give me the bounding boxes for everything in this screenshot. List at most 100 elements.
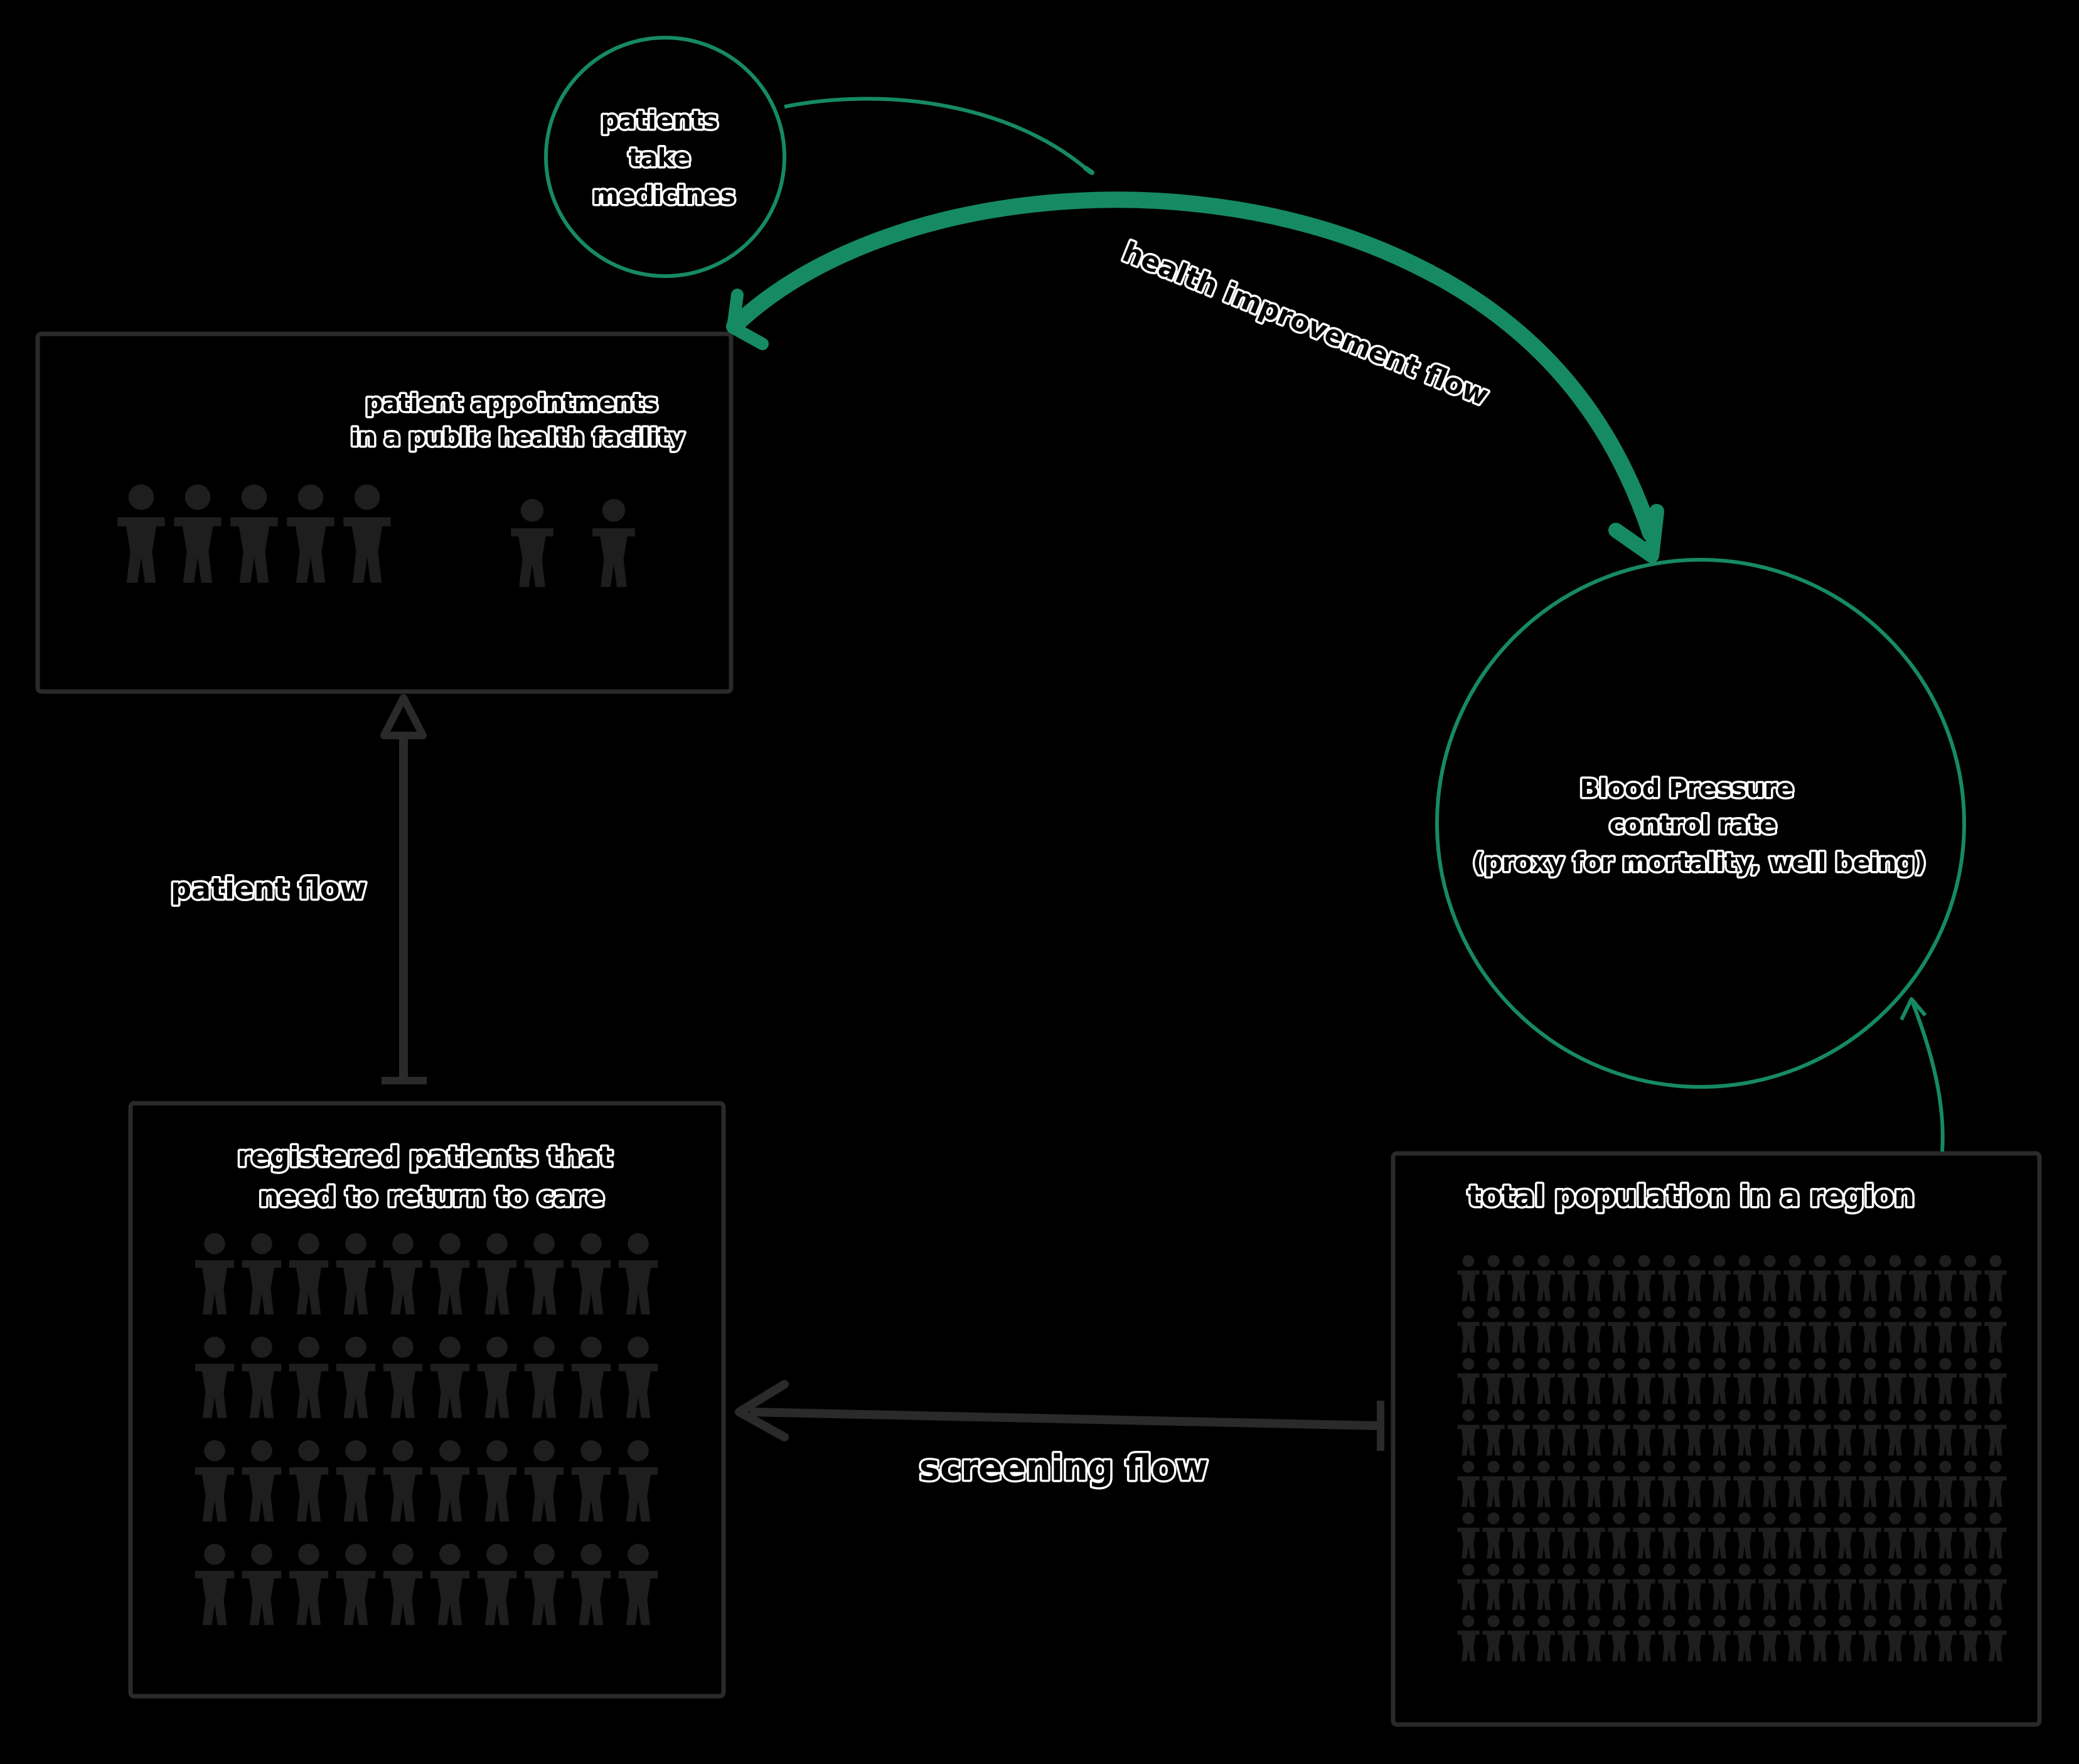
person-icon (1558, 1409, 1580, 1456)
person-icon (289, 1337, 329, 1418)
person-icon (1482, 1512, 1505, 1559)
person-icon (524, 1337, 564, 1418)
person-icon (195, 1233, 235, 1315)
person-icon (1633, 1512, 1655, 1559)
person-icon (1708, 1461, 1731, 1507)
person-icon (1708, 1512, 1731, 1559)
person-icon (618, 1544, 658, 1625)
person-icon (524, 1544, 564, 1625)
person-icon (1482, 1409, 1505, 1456)
person-icon (336, 1337, 376, 1418)
patient-flow-arrow (380, 694, 427, 1084)
person-icon (1934, 1615, 1957, 1662)
person-icon (242, 1544, 282, 1625)
person-icon (1959, 1512, 1982, 1559)
person-icon (1758, 1358, 1781, 1404)
person-icon (1783, 1512, 1806, 1559)
person-icon (1457, 1512, 1480, 1559)
person-icon (1834, 1615, 1856, 1662)
person-icon (1984, 1307, 2007, 1353)
person-icon (336, 1233, 376, 1315)
person-icon (1783, 1409, 1806, 1456)
person-icon (1809, 1358, 1831, 1404)
person-icon (1532, 1358, 1555, 1404)
person-icon (1583, 1512, 1605, 1559)
person-icon (1457, 1564, 1480, 1610)
registered-box (128, 1101, 726, 1699)
person-icon (1984, 1461, 2007, 1507)
person-icon (1558, 1461, 1580, 1507)
person-icon (1658, 1358, 1681, 1404)
person-icon (1583, 1409, 1605, 1456)
person-icon (1507, 1461, 1530, 1507)
person-icon (430, 1233, 470, 1315)
person-icon (524, 1233, 564, 1315)
person-icon (1507, 1564, 1530, 1610)
person-icon (1708, 1615, 1731, 1662)
medicines-circle (544, 36, 786, 278)
person-icon (1984, 1615, 2007, 1662)
person-icon (1633, 1461, 1655, 1507)
person-icon (1507, 1307, 1530, 1353)
person-icon (1683, 1564, 1706, 1610)
person-icon (511, 499, 553, 587)
person-icon (1708, 1255, 1731, 1302)
person-icon (1909, 1564, 1932, 1610)
person-icon (1884, 1564, 1906, 1610)
person-icon (1658, 1409, 1681, 1456)
person-icon (1859, 1615, 1881, 1662)
person-icon (383, 1233, 423, 1315)
population-box (1391, 1151, 2042, 1727)
person-icon (1482, 1255, 1505, 1302)
person-icon (336, 1440, 376, 1522)
person-icon (1984, 1255, 2007, 1302)
bp-control-circle (1435, 558, 1966, 1089)
person-icon (1959, 1461, 1982, 1507)
person-icon (571, 1440, 611, 1522)
person-icon (1758, 1255, 1781, 1302)
person-icon (343, 484, 391, 583)
person-icon (1859, 1255, 1881, 1302)
person-icon (195, 1440, 235, 1522)
person-icon (430, 1544, 470, 1625)
person-icon (1909, 1461, 1932, 1507)
person-icon (1658, 1307, 1681, 1353)
person-icon (1733, 1307, 1756, 1353)
patient-flow-label: patient flow (171, 872, 366, 906)
person-icon (1809, 1307, 1831, 1353)
health-improvement-label: health improvement flow (1118, 236, 1493, 412)
person-icon (1558, 1255, 1580, 1302)
person-icon (1934, 1409, 1957, 1456)
person-icon (1783, 1564, 1806, 1610)
population-label: total population in a region (1468, 1179, 1915, 1213)
person-icon (1934, 1358, 1957, 1404)
person-icon (195, 1544, 235, 1625)
person-icon (1507, 1358, 1530, 1404)
person-icon (1532, 1255, 1555, 1302)
person-icon (1608, 1307, 1630, 1353)
person-icon (1457, 1461, 1480, 1507)
person-icon (1859, 1409, 1881, 1456)
person-icon (1482, 1461, 1505, 1507)
person-icon (1608, 1255, 1630, 1302)
person-icon (1984, 1409, 2007, 1456)
person-icon (1834, 1512, 1856, 1559)
person-icon (1583, 1358, 1605, 1404)
person-icon (477, 1337, 517, 1418)
person-icon (289, 1440, 329, 1522)
person-icon (383, 1544, 423, 1625)
person-icon (1834, 1564, 1856, 1610)
appointments-label: patient appointments in a public health … (351, 389, 685, 451)
person-icon (1507, 1409, 1530, 1456)
person-icon (1959, 1409, 1982, 1456)
screening-flow-label: screening flow (919, 1448, 1208, 1489)
person-icon (195, 1337, 235, 1418)
person-icon (1809, 1564, 1831, 1610)
person-icon (1507, 1512, 1530, 1559)
person-icon (1859, 1307, 1881, 1353)
person-icon (1783, 1358, 1806, 1404)
person-icon (174, 484, 222, 583)
person-icon (1658, 1461, 1681, 1507)
person-icon (1758, 1615, 1781, 1662)
person-icon (1733, 1615, 1756, 1662)
